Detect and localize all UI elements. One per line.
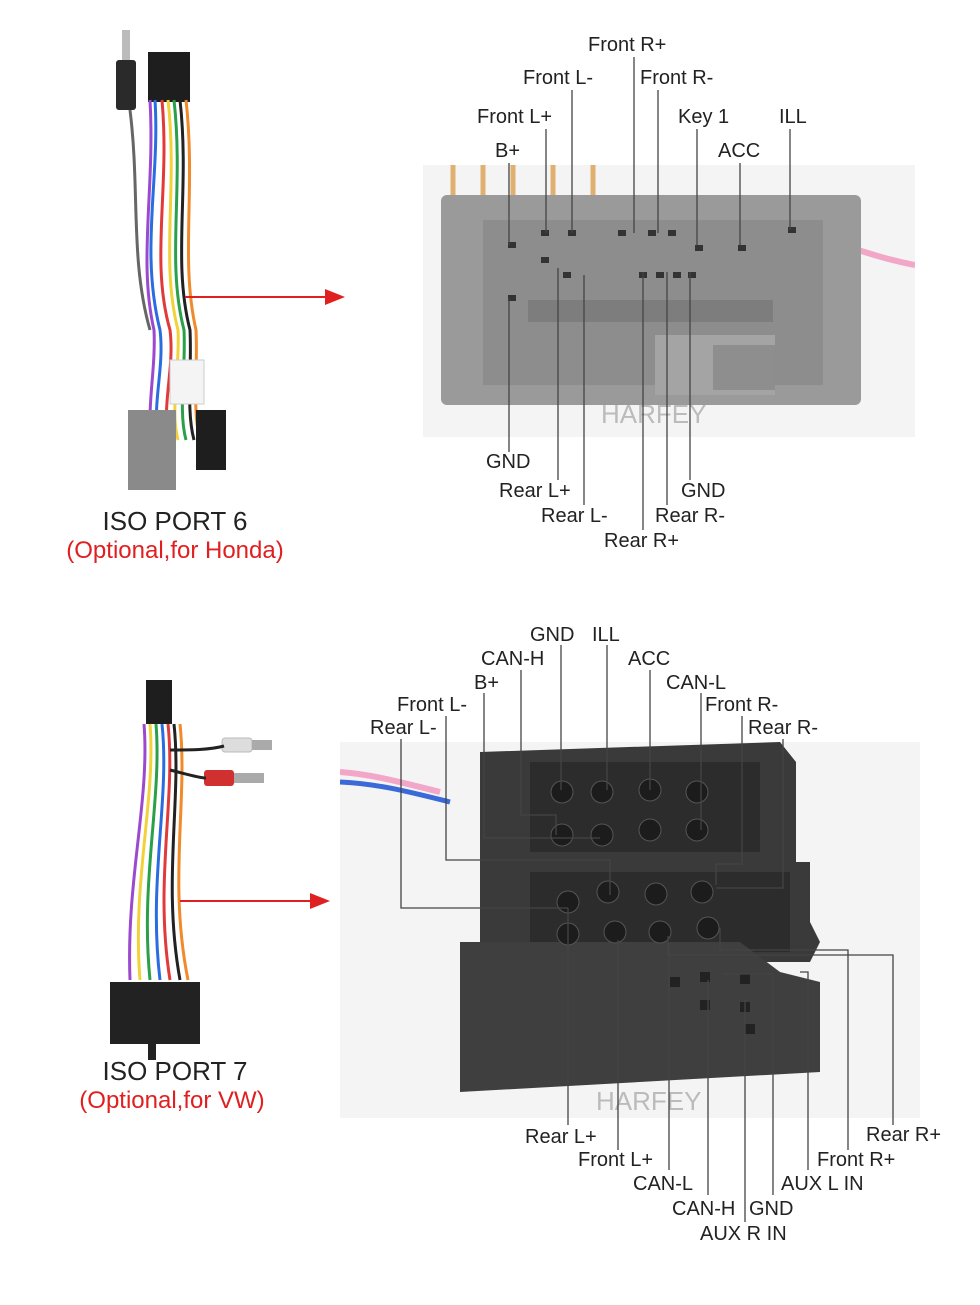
port6-leader-lines (508, 57, 791, 530)
port7-arrow-icon (180, 893, 330, 909)
port6-label-front-r-plus: Front R+ (588, 34, 667, 56)
port6-label-rear-l-plus: Rear L+ (499, 480, 571, 502)
port7-label-ill: ILL (592, 624, 620, 646)
port6-arrow-icon (185, 289, 345, 305)
port6-harness-illustration (116, 30, 226, 490)
port6-label-key1: Key 1 (678, 106, 730, 128)
port7-label-front-r-plus: Front R+ (817, 1149, 896, 1171)
port6-label-gnd-right: GND (681, 480, 726, 502)
port6-title: ISO PORT 6 (102, 506, 248, 536)
port7-label-acc: ACC (628, 648, 671, 670)
port7-label-can-l: CAN-L (633, 1173, 694, 1195)
port7-watermark: HARFEY (596, 1086, 701, 1116)
port6-subtitle: (Optional,for Honda) (66, 537, 284, 564)
port7-connector-illustration: HARFEY (340, 742, 920, 1118)
port7-label-rear-r-minus: Rear R- (748, 717, 819, 739)
port7-label-front-l-plus: Front L+ (578, 1149, 654, 1171)
port7-leader-lines (400, 645, 894, 1222)
port7-harness-illustration (110, 680, 272, 1060)
port6-label-front-l-minus: Front L- (523, 67, 594, 89)
port6-label-rear-l-minus: Rear L- (541, 505, 608, 527)
port6-label-gnd-left: GND (486, 451, 531, 473)
port7-label-rear-l-minus: Rear L- (370, 717, 437, 739)
port6-label-rear-r-minus: Rear R- (655, 505, 726, 527)
port6-connector-illustration: HARFEY (423, 165, 915, 437)
port6-label-front-r-minus: Front R- (640, 67, 714, 89)
port7-label-rear-r-plus: Rear R+ (866, 1124, 942, 1146)
port7-label-can-h: CAN-H (672, 1198, 736, 1220)
port6-label-b-plus: B+ (495, 140, 521, 162)
port6-label-acc: ACC (718, 140, 761, 162)
port7-label-gnd: GND (749, 1198, 794, 1220)
port7-title: ISO PORT 7 (102, 1056, 248, 1086)
port6-label-ill: ILL (779, 106, 807, 128)
port7-label-front-l-minus: Front L- (397, 694, 468, 716)
port7-subtitle: (Optional,for VW) (79, 1087, 265, 1114)
port7-label-can-l: CAN-L (666, 672, 727, 694)
port7-label-aux-l-in: AUX L IN (781, 1173, 864, 1195)
port7-label-front-r-minus: Front R- (705, 694, 779, 716)
port7-label-gnd: GND (530, 624, 575, 646)
port6-label-front-l-plus: Front L+ (477, 106, 553, 128)
port7-label-aux-r-in: AUX R IN (700, 1223, 787, 1245)
port7-label-can-h: CAN-H (481, 648, 545, 670)
port7-label-rear-l-plus: Rear L+ (525, 1126, 597, 1148)
port6-watermark: HARFEY (601, 399, 706, 429)
port6-label-rear-r-plus: Rear R+ (604, 530, 680, 552)
port7-label-b-plus: B+ (474, 672, 500, 694)
